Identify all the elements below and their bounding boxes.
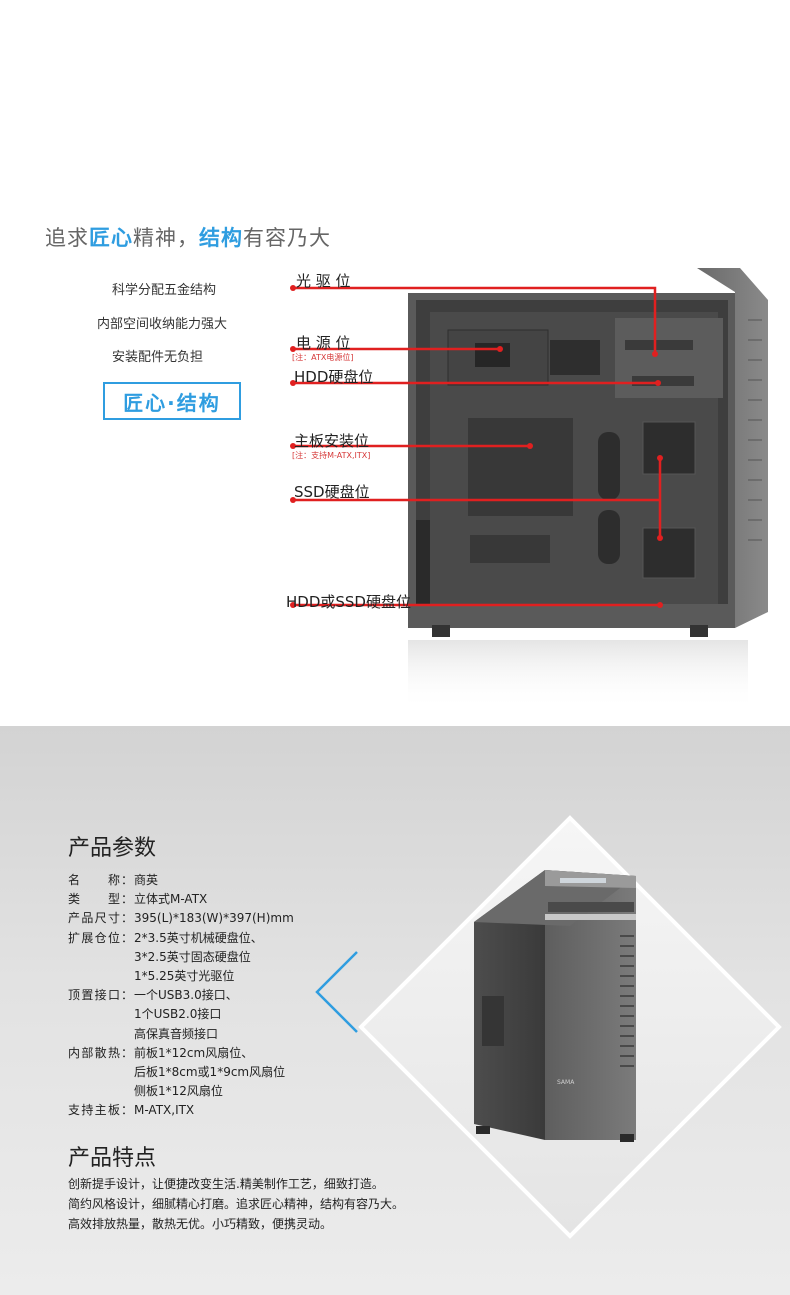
param-row-bays: 扩展仓位：2*3.5英寸机械硬盘位、 xyxy=(68,930,263,945)
case-exterior-illustration: SAMA xyxy=(315,815,782,1239)
structure-badge: 匠心·结构 xyxy=(103,382,241,420)
features-title: 产品特点 xyxy=(68,1146,157,1171)
params-title: 产品参数 xyxy=(68,836,157,861)
param-row-ports-cont-2: 高保真音频接口 xyxy=(134,1026,219,1041)
features-line-1: 创新提手设计，让便捷改变生活.精美制作工艺，细致打造。 xyxy=(68,1177,384,1191)
params-list: 名称：商英 类型：立体式M-ATX 产品尺寸：395(L)*183(W)*397… xyxy=(68,871,294,1121)
param-row-mobo: 支持主板：M-ATX,ITX xyxy=(68,1103,195,1118)
case-interior-illustration xyxy=(408,268,768,710)
param-row-cooling: 内部散热：前板1*12cm风扇位、 xyxy=(68,1045,254,1060)
callout-optical-bay: 光 驱 位 xyxy=(296,272,351,290)
chevron-left-icon xyxy=(315,951,358,1033)
param-row-name: 名称：商英 xyxy=(68,873,159,887)
callout-psu-note: [注：ATX电源位] xyxy=(292,353,354,362)
section-headline: 追求匠心精神，结构有容乃大 xyxy=(45,226,331,250)
callout-lines xyxy=(290,285,663,608)
case-brand-logo: SAMA xyxy=(557,1079,575,1086)
param-row-type: 类型：立体式M-ATX xyxy=(68,892,208,907)
param-row-ports: 顶置接口：一个USB3.0接口、 xyxy=(68,988,238,1003)
callout-mobo-note: [注：支持M-ATX,ITX] xyxy=(292,451,371,460)
params-section: SAMA 产品参数 名称：商英 类型：立体式M-ATX 产品尺寸：395(L)*… xyxy=(0,726,790,1295)
param-row-cooling-cont-1: 后板1*8cm或1*9cm风扇位 xyxy=(134,1065,286,1080)
callout-psu-bay: 电 源 位 xyxy=(296,334,351,352)
features-description: 创新提手设计，让便捷改变生活.精美制作工艺，细致打造。 简约风格设计，细腻精心打… xyxy=(68,1174,404,1234)
callout-ssd-bay: SSD硬盘位 xyxy=(294,483,370,501)
param-row-cooling-cont-2: 侧板1*12风扇位 xyxy=(134,1084,223,1099)
features-line-3: 高效排放热量，散热无优。小巧精致，便携灵动。 xyxy=(68,1217,333,1231)
feature-line-1: 科学分配五金结构 xyxy=(112,283,217,298)
feature-line-2: 内部空间收纳能力强大 xyxy=(97,317,228,332)
param-row-bays-cont-1: 3*2.5英寸固态硬盘位 xyxy=(134,949,251,964)
feature-line-3: 安装配件无负担 xyxy=(112,350,204,365)
param-row-ports-cont-1: 1个USB2.0接口 xyxy=(134,1007,222,1022)
param-row-bays-cont-2: 1*5.25英寸光驱位 xyxy=(134,969,235,984)
callout-hdd-bay: HDD硬盘位 xyxy=(294,368,374,386)
callout-hdd-or-ssd-bay: HDD或SSD硬盘位 xyxy=(286,593,411,611)
structure-section: 追求匠心精神，结构有容乃大 科学分配五金结构 内部空间收纳能力强大 安装配件无负… xyxy=(45,226,768,710)
features-line-2: 简约风格设计，细腻精心打磨。追求匠心精神，结构有容乃大。 xyxy=(68,1197,405,1211)
callout-mobo-mount: 主板安装位 xyxy=(294,432,370,450)
callout-line-optical xyxy=(292,286,657,354)
param-row-size: 产品尺寸：395(L)*183(W)*397(H)mm xyxy=(68,911,294,926)
